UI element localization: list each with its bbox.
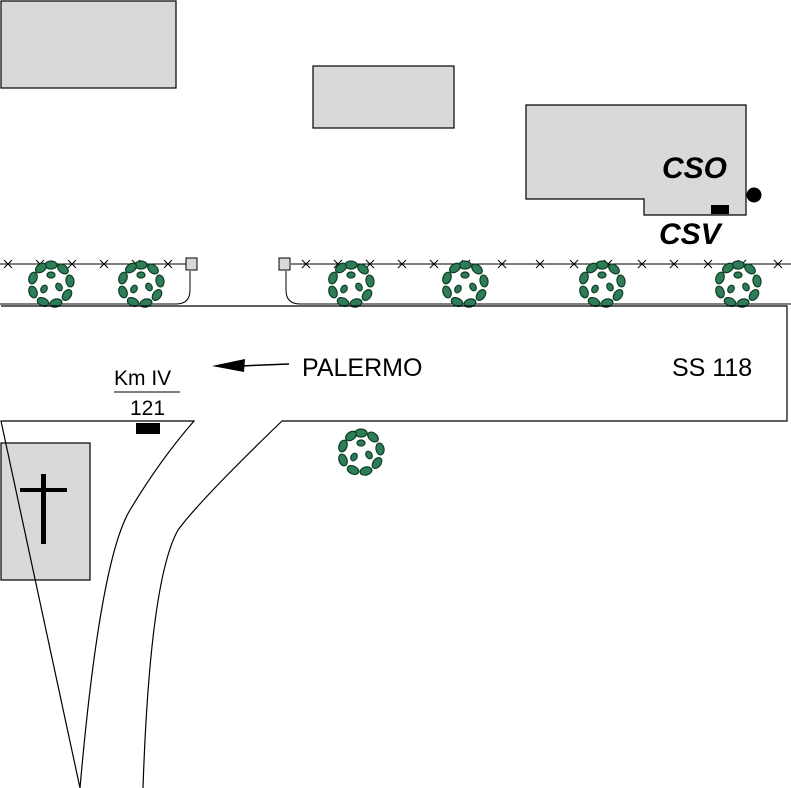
direction-label: PALERMO	[302, 354, 422, 382]
fence-post-icon	[278, 257, 291, 271]
road-name: SS 118	[672, 354, 752, 382]
milestone-marker	[136, 423, 160, 434]
csv-label: CSV	[659, 218, 724, 251]
road-ss118	[0, 305, 788, 788]
building-top-center	[312, 65, 455, 129]
fence-post-icon	[185, 257, 198, 271]
building-top-left	[0, 0, 177, 89]
tree-icon	[577, 260, 627, 310]
milestone-top: Km IV	[114, 367, 171, 390]
csv-marker	[711, 205, 729, 214]
tree-icon	[713, 260, 763, 310]
milestone-bottom: 121	[130, 397, 165, 420]
station-point-icon	[746, 187, 762, 203]
tree-icon	[26, 260, 76, 310]
tree-icon	[336, 428, 386, 478]
building-cso	[525, 104, 747, 216]
fence-left	[0, 263, 191, 305]
tree-icon	[116, 260, 166, 310]
arrow-left-icon	[212, 359, 290, 372]
tree-icon	[440, 260, 490, 310]
cross-icon	[20, 474, 67, 544]
cso-label: CSO	[662, 152, 727, 185]
